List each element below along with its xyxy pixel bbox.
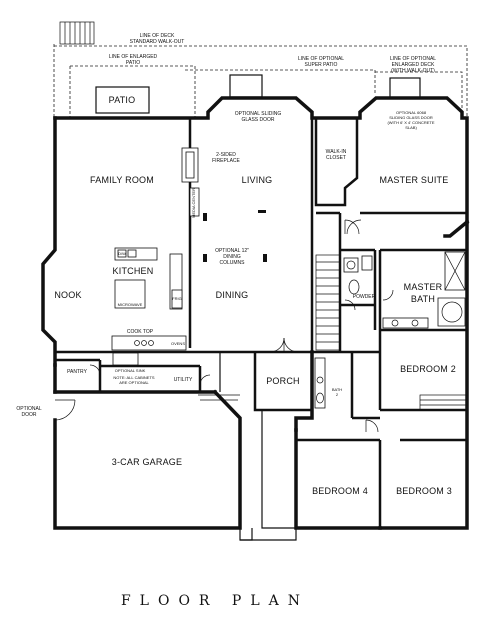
label-patio: PATIO (109, 95, 136, 105)
deck-lines (53, 44, 468, 118)
label-walk-in-closet-1: WALK-IN (326, 149, 347, 155)
note-deck-opt-2: ENLARGED DECK (392, 62, 435, 68)
label-master-suite: MASTER SUITE (380, 175, 449, 185)
label-utility: UTILITY (174, 377, 193, 383)
note-cabinets-1: NOTE: ALL CABINETS (113, 375, 155, 380)
bath-2-fixtures (314, 357, 326, 409)
master-bath-fixtures (382, 251, 466, 329)
note-fireplace-1: 2-SIDED (216, 152, 236, 158)
note-slider-6068-3: (WITH 6' X 4' CONCRETE (387, 120, 434, 125)
main-stairs (315, 254, 341, 351)
note-fireplace-2: FIREPLACE (212, 158, 240, 164)
note-columns-1: OPTIONAL 12" (215, 248, 249, 254)
label-master-bath-2: BATH (411, 294, 435, 304)
bedroom-2-closet (419, 394, 468, 411)
note-optional-sink: OPTIONAL SINK (115, 368, 146, 373)
label-bedroom-4: BEDROOM 4 (312, 486, 368, 496)
note-deck-opt-3: (WITH WALK-OUT) (391, 68, 435, 74)
doors (54, 219, 394, 433)
note-microwave: MICROWAVE (118, 302, 143, 307)
label-walk-in-closet-2: CLOSET (326, 155, 346, 161)
label-garage: 3-CAR GARAGE (112, 457, 182, 467)
note-optional-door-1: OPTIONAL (16, 406, 42, 412)
label-family-room: FAMILY ROOM (90, 175, 154, 185)
note-cook-top: COOK TOP (127, 329, 154, 335)
label-nook: NOOK (54, 290, 81, 300)
note-deck-walkout: STANDARD WALK-OUT (130, 39, 185, 45)
patio-slab (95, 86, 150, 114)
note-enlarged-patio-1: LINE OF ENLARGED (109, 54, 158, 60)
note-super-patio-2: SUPER PATIO (305, 62, 338, 68)
note-columns-3: COLUMNS (219, 260, 245, 266)
column-markers (203, 210, 267, 262)
note-cabinets-2: ARE OPTIONAL (119, 380, 149, 385)
label-bedroom-2: BEDROOM 2 (400, 364, 456, 374)
note-ovens: OVENS (171, 341, 185, 346)
master-bath-bay-wall (443, 219, 470, 238)
powder-fixtures (343, 255, 373, 295)
page-title: FLOOR PLAN (121, 593, 309, 609)
enlarged-deck-slab (389, 77, 421, 99)
note-deck-opt-1: LINE OF OPTIONAL (390, 56, 436, 62)
label-master-bath-1: MASTER (404, 282, 443, 292)
entry-corridor (219, 352, 297, 541)
label-bath-2-2: 2 (336, 392, 339, 397)
label-porch: PORCH (266, 376, 300, 386)
label-powder: POWDER (353, 294, 376, 300)
exterior-walls (41, 96, 469, 530)
note-sliding-door-2: GLASS DOOR (241, 117, 274, 123)
note-refrigerator: FRIG (172, 296, 182, 301)
note-optional-door-2: DOOR (22, 412, 37, 418)
label-kitchen: KITCHEN (113, 266, 154, 276)
deck-stairs (59, 21, 95, 45)
note-slider-6068-4: SLAB) (405, 125, 417, 130)
label-dining: DINING (216, 290, 249, 300)
kitchen-fixtures (111, 247, 187, 366)
note-deck-line: LINE OF DECK (140, 33, 175, 39)
note-media: MEDIA CENTER (191, 188, 196, 218)
note-enlarged-patio-2: PATIO (126, 60, 140, 66)
note-sliding-door-1: OPTIONAL SLIDING (235, 111, 282, 117)
super-patio-slab (229, 74, 263, 98)
label-bath-2-1: BATH (332, 387, 342, 392)
fireplace (181, 147, 199, 183)
label-bedroom-3: BEDROOM 3 (396, 486, 452, 496)
label-pantry: PANTRY (67, 369, 87, 375)
note-slider-6068-1: OPTIONAL 6068 (396, 110, 427, 115)
note-columns-2: DINING (223, 254, 241, 260)
garage-stairs (198, 394, 240, 401)
note-slider-6068-2: SLIDING GLASS DOOR (389, 115, 433, 120)
note-super-patio-1: LINE OF OPTIONAL (298, 56, 344, 62)
label-living: LIVING (242, 175, 273, 185)
note-dishwasher: D/W (118, 251, 126, 256)
media-center (189, 187, 200, 217)
